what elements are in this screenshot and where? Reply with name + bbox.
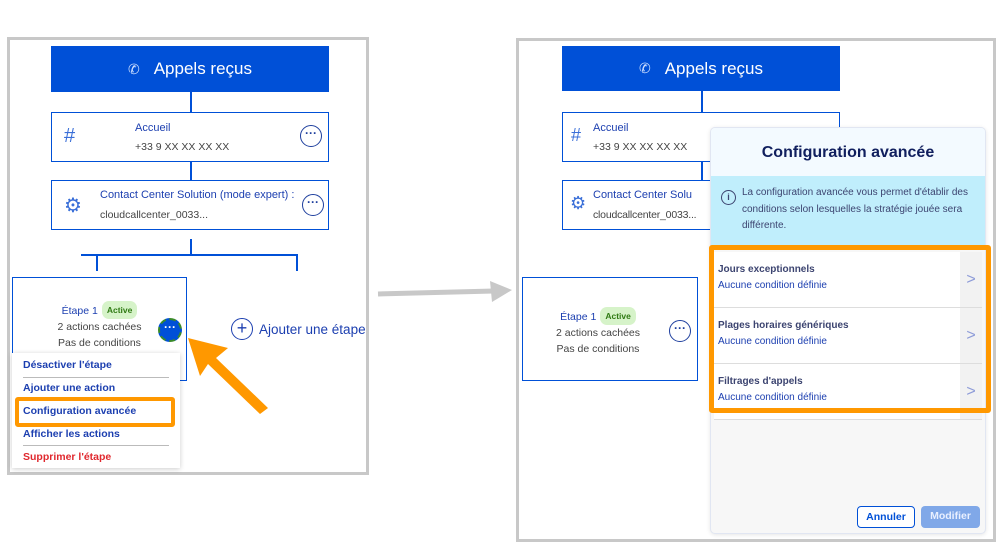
calls-received-header: ✆ Appels reçus (562, 46, 840, 91)
connector (296, 254, 298, 271)
step-conditions: Pas de conditions (58, 337, 141, 349)
phone-icon: ✆ (127, 60, 140, 77)
connector (190, 92, 192, 112)
modal-title: Configuration avancée (761, 144, 935, 161)
menu-item-advanced-config[interactable]: Configuration avancée (23, 405, 137, 417)
cancel-button[interactable]: Annuler (857, 506, 915, 528)
divider (23, 445, 169, 446)
menu-item-deactivate-step[interactable]: Désactiver l'étape (23, 359, 112, 371)
phone-icon: ✆ (638, 60, 651, 76)
calls-received-header: ✆ Appels reçus (51, 46, 329, 92)
row-generic-time-slots[interactable]: Plages horaires génériques Aucune condit… (714, 308, 982, 364)
row-status: Aucune condition définie (718, 392, 827, 403)
header-title: Appels reçus (664, 58, 763, 78)
step-more-options-button[interactable]: ··· (669, 320, 691, 342)
step-context-menu: Désactiver l'étape Ajouter une action Co… (12, 353, 180, 468)
row-title: Plages horaires génériques (718, 320, 849, 331)
connector (96, 254, 98, 271)
chevron-right-icon: > (960, 364, 982, 419)
plus-circle-icon: + (231, 318, 253, 340)
info-icon: i (721, 190, 736, 205)
step-title-text: Étape 1 (560, 311, 597, 323)
more-options-button[interactable]: ··· (300, 125, 322, 147)
ccs-title: Contact Center Solution (mode expert) : (100, 189, 295, 201)
menu-item-show-actions[interactable]: Afficher les actions (23, 428, 120, 440)
status-badge: Active (101, 301, 138, 319)
add-step-button[interactable]: + Ajouter une étape (231, 318, 366, 340)
highlight-box (709, 245, 991, 413)
ccs-node[interactable]: ⚙ Contact Center Solution (mode expert) … (51, 180, 329, 230)
orange-arrow-icon (188, 338, 268, 414)
hash-icon: # (64, 125, 76, 147)
divider (23, 377, 169, 378)
accueil-number: +33 9 XX XX XX XX (135, 141, 230, 153)
info-banner: i La configuration avancée vous permet d… (711, 176, 985, 246)
ccs-title: Contact Center Solu (593, 189, 693, 201)
info-text: La configuration avancée vous permet d'é… (742, 187, 968, 231)
accueil-title: Accueil (135, 122, 171, 134)
connector (701, 91, 703, 112)
row-status: Aucune condition définie (718, 280, 827, 291)
accueil-title: Accueil (593, 122, 629, 134)
status-badge: Active (600, 307, 636, 325)
row-title: Jours exceptionnels (718, 264, 815, 275)
accueil-node[interactable]: # Accueil +33 9 XX XX XX XX ··· (51, 112, 329, 162)
row-exceptional-days[interactable]: Jours exceptionnels Aucune condition déf… (714, 252, 982, 308)
accueil-number: +33 9 XX XX XX XX (593, 141, 688, 153)
step-title-text: Étape 1 (61, 305, 98, 317)
add-step-label: Ajouter une étape (259, 321, 366, 337)
connector (701, 162, 703, 180)
chevron-right-icon: > (960, 308, 982, 363)
menu-item-add-action[interactable]: Ajouter une action (23, 382, 116, 394)
transition-arrow-icon (377, 281, 512, 302)
gear-icon: ⚙ (570, 193, 587, 213)
hash-icon: # (571, 125, 582, 145)
ccs-subtitle: cloudcallcenter_0033... (100, 209, 208, 221)
menu-item-delete-step[interactable]: Supprimer l'étape (23, 451, 112, 463)
modal-header: Configuration avancée (711, 128, 985, 176)
connector (81, 254, 298, 256)
ccs-subtitle: cloudcallcenter_0033... (593, 209, 697, 221)
highlight-box (15, 397, 175, 427)
modify-button[interactable]: Modifier (921, 506, 980, 528)
step-more-options-button[interactable]: ··· (158, 318, 182, 342)
step-hidden-actions: 2 actions cachées (555, 327, 641, 339)
chevron-right-icon: > (960, 252, 982, 307)
header-title: Appels reçus (153, 59, 252, 78)
step-hidden-actions: 2 actions cachées (57, 321, 142, 333)
advanced-config-modal: Configuration avancée i La configuration… (710, 127, 986, 534)
step-conditions: Pas de conditions (556, 343, 640, 355)
row-status: Aucune condition définie (718, 336, 827, 347)
row-title: Filtrages d'appels (718, 376, 803, 387)
connector (190, 239, 192, 256)
more-options-button[interactable]: ··· (302, 194, 324, 216)
gear-icon: ⚙ (64, 195, 82, 217)
connector (190, 162, 192, 180)
